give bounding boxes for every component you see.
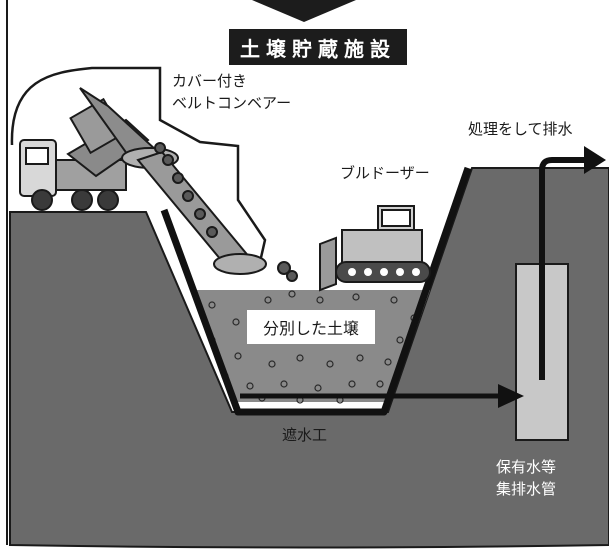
pipe-label-line2: 集排水管 [496,480,557,498]
treat-drain-label: 処理をして排水 [468,120,573,138]
ground [9,167,609,549]
pipe-label-line1: 保有水等 [496,458,557,476]
top-arrow [252,0,356,22]
facility-title: 土壌貯蔵施設 [229,29,407,65]
flow-arrowhead [498,384,524,408]
impermeable-liner [160,166,472,416]
bulldozer-label: ブルドーザー [340,164,430,182]
conveyor-cover [10,66,267,263]
belt-conveyor [69,87,298,282]
bulldozer [319,205,431,292]
impermeable-label: 遮水工 [282,426,328,444]
discharge-arrowhead [584,146,606,174]
conveyor-label-line1: カバー付き [172,72,248,90]
conveyor-label-line2: ベルトコンベアー [172,94,292,112]
sorted-soil-label: 分別した土壌 [247,310,375,344]
discharge-line [539,157,586,380]
